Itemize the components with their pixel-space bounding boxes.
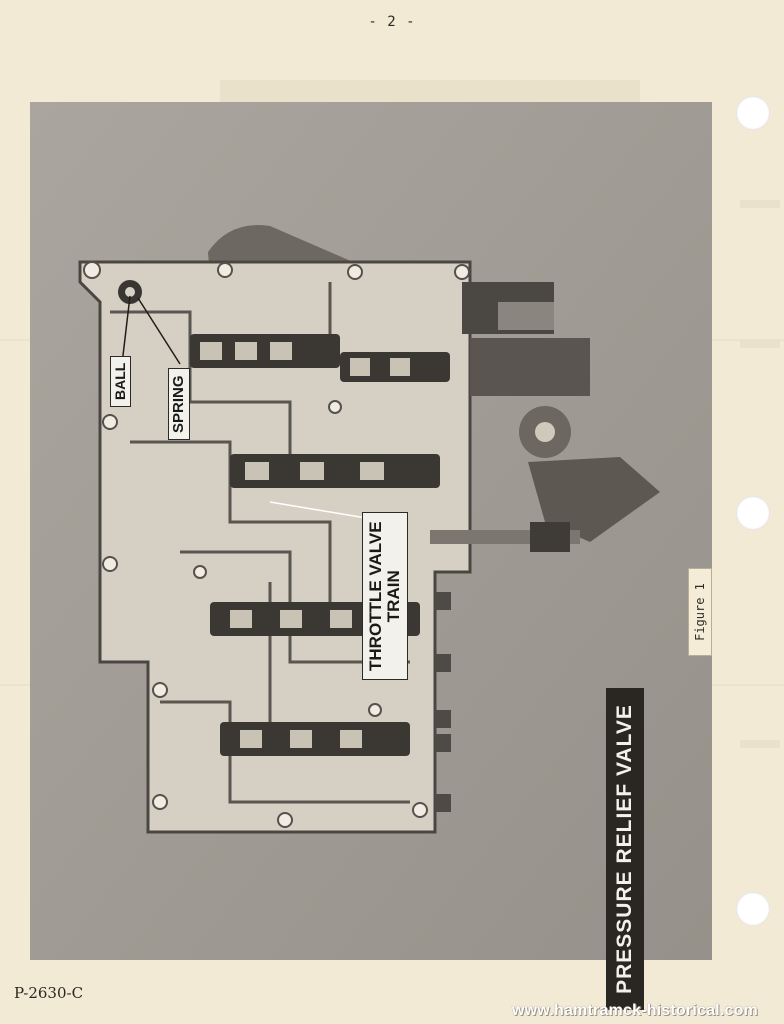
banner-label: PRESSURE RELIEF VALVE [606, 688, 644, 1010]
figure-caption-text: Figure 1 [688, 568, 712, 656]
binder-hole-middle [736, 496, 770, 530]
page-number: - 2 - [368, 14, 416, 30]
site-watermark: www.hamtramck-historical.com [512, 1002, 758, 1019]
callout-throttle-line-2: TRAIN [383, 570, 403, 623]
form-number: P-2630-C [14, 984, 84, 1002]
callout-throttle-valve-train: THROTTLE VALVE TRAIN [362, 512, 408, 680]
callout-spring-label: SPRING [168, 368, 190, 440]
binder-hole-top [736, 96, 770, 130]
callout-throttle-line-1: THROTTLE VALVE [366, 521, 385, 671]
binder-hole-bottom [736, 892, 770, 926]
figure-caption: Figure 1 [688, 568, 712, 656]
callout-ball-label: BALL [110, 355, 131, 407]
pressure-relief-valve-banner: PRESSURE RELIEF VALVE [606, 688, 644, 1010]
